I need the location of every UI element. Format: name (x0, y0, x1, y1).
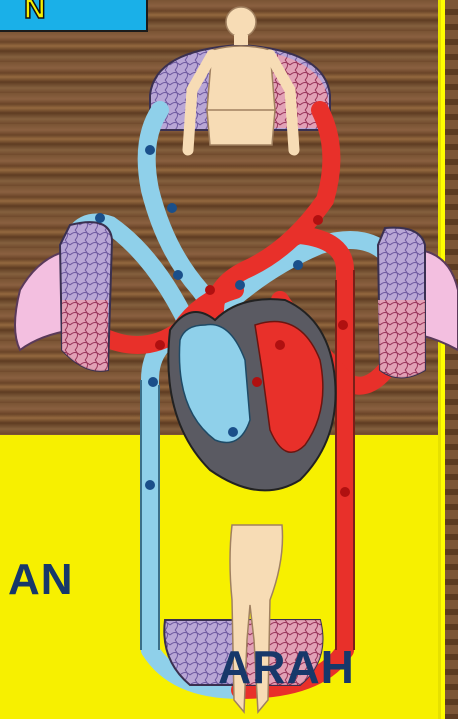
heart-icon (168, 299, 335, 490)
lung-icon (15, 222, 112, 371)
headline-line-2: ARAH (218, 640, 355, 694)
headline-line-1: AN (8, 555, 74, 605)
right-lung-icon (378, 228, 458, 378)
